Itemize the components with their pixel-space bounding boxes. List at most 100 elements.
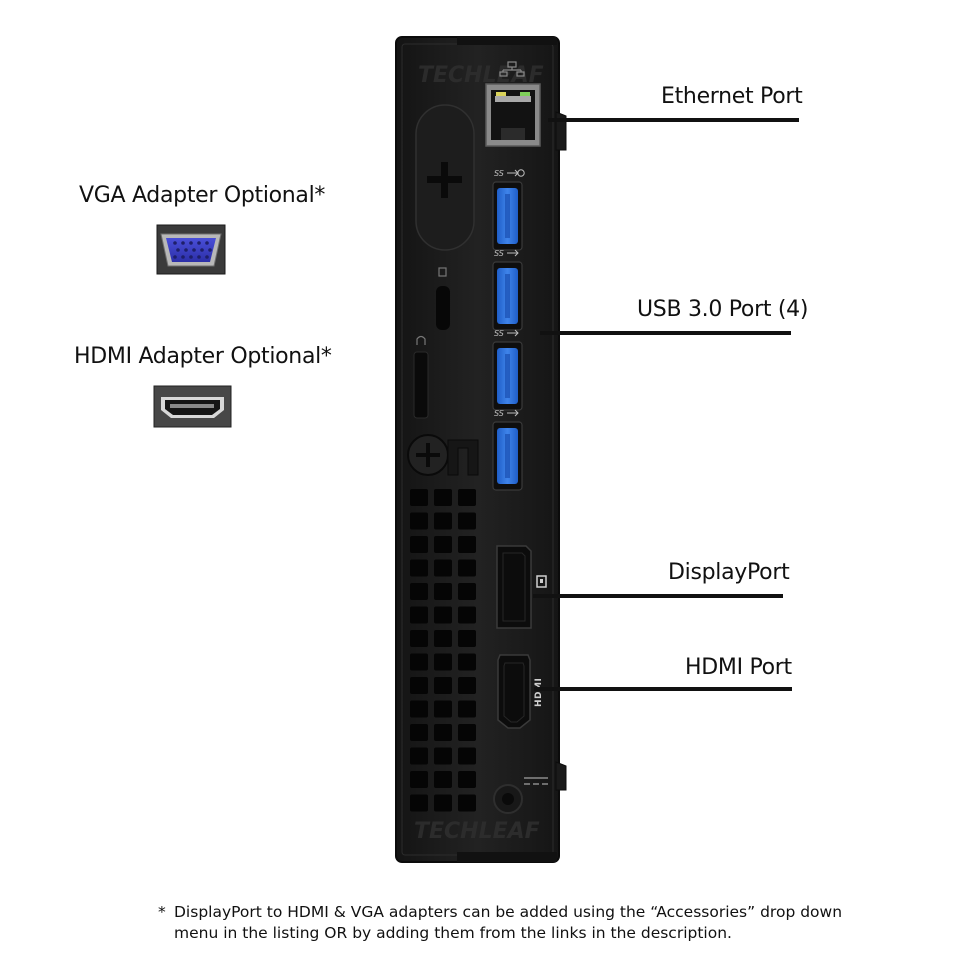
vga-pin bbox=[197, 241, 201, 245]
vent-slot bbox=[434, 724, 452, 741]
vent-slot bbox=[434, 771, 452, 788]
usb-ss-mark: SS bbox=[494, 249, 504, 258]
vent-slot bbox=[410, 583, 428, 600]
footnote-marker: * bbox=[158, 903, 166, 921]
vent-slot bbox=[458, 559, 476, 577]
usb-ss-mark: SS bbox=[494, 409, 504, 418]
usb-ports: SS SS SS SS bbox=[492, 169, 525, 491]
hdmi-adapter-label: HDMI Adapter Optional* bbox=[74, 344, 332, 369]
callout-usb-label: USB 3.0 Port (4) bbox=[637, 297, 809, 322]
vga-pin bbox=[184, 248, 188, 252]
vent-slot bbox=[434, 794, 452, 812]
vga-pin bbox=[208, 248, 212, 252]
vga-pin bbox=[197, 255, 201, 259]
vent-slot bbox=[410, 489, 428, 506]
footnote: * DisplayPort to HDMI & VGA adapters can… bbox=[158, 902, 878, 944]
vent-slot bbox=[434, 489, 452, 506]
vent-slot bbox=[434, 512, 452, 530]
vent-slot bbox=[410, 724, 428, 741]
vent-slot bbox=[434, 606, 452, 624]
padlock-loop bbox=[413, 335, 429, 419]
vga-pin bbox=[173, 255, 177, 259]
callout-displayport-label: DisplayPort bbox=[668, 560, 790, 585]
vga-pin bbox=[189, 241, 193, 245]
vent-slot bbox=[410, 653, 428, 671]
ethernet-port bbox=[485, 83, 541, 147]
vga-pin bbox=[181, 255, 185, 259]
usb-port-contact bbox=[505, 354, 510, 398]
vent-slot bbox=[434, 677, 452, 694]
displayport-logo-icon bbox=[536, 575, 547, 588]
vga-pin bbox=[176, 248, 180, 252]
usb-port-contact bbox=[505, 274, 510, 318]
vent-slot bbox=[458, 606, 476, 624]
vga-adapter-label: VGA Adapter Optional* bbox=[79, 183, 326, 208]
vent-slot bbox=[458, 583, 476, 600]
vent-slot bbox=[458, 512, 476, 530]
usb-port: SS bbox=[492, 249, 523, 331]
callout-hdmi-label: HDMI Port bbox=[685, 655, 792, 680]
callout-ethernet-label: Ethernet Port bbox=[661, 84, 803, 109]
vent-slot bbox=[410, 747, 428, 765]
callout-ethernet-line bbox=[548, 118, 799, 122]
vent-slot bbox=[434, 583, 452, 600]
vent-slot bbox=[434, 559, 452, 577]
vga-pin bbox=[205, 241, 209, 245]
vent-slot bbox=[458, 489, 476, 506]
usb-port-contact bbox=[505, 434, 510, 478]
vent-slot bbox=[458, 771, 476, 788]
vent-slot bbox=[434, 700, 452, 718]
vent-slot bbox=[410, 630, 428, 647]
callout-usb-line bbox=[540, 331, 791, 335]
usb-port: SS bbox=[492, 409, 523, 491]
callout-displayport-line bbox=[533, 594, 783, 598]
vent-slot bbox=[434, 653, 452, 671]
vent-slot bbox=[458, 700, 476, 718]
usb-ss-mark: SS bbox=[494, 169, 504, 178]
usb-symbol-icon bbox=[507, 329, 519, 337]
vent-slot bbox=[458, 536, 476, 553]
vga-adapter-image bbox=[156, 224, 226, 275]
footnote-text: DisplayPort to HDMI & VGA adapters can b… bbox=[174, 903, 843, 942]
usb-symbol-icon bbox=[507, 249, 519, 257]
power-jack bbox=[493, 777, 548, 814]
hdmi-logo-text: HDMI bbox=[534, 678, 544, 707]
network-icon bbox=[499, 61, 525, 77]
hdmi-adapter-image bbox=[153, 385, 232, 428]
hdmi-port bbox=[497, 654, 531, 729]
vent-slot bbox=[458, 747, 476, 765]
vent-slot bbox=[410, 559, 428, 577]
vga-pin bbox=[181, 241, 185, 245]
vent-grid bbox=[410, 489, 476, 812]
vga-pin bbox=[192, 248, 196, 252]
vent-slot bbox=[410, 606, 428, 624]
vent-slot bbox=[458, 677, 476, 694]
displayport-port bbox=[496, 545, 532, 629]
vent-slot bbox=[410, 512, 428, 530]
callout-hdmi-line bbox=[534, 687, 792, 691]
vent-slot bbox=[410, 677, 428, 694]
vent-slot bbox=[434, 630, 452, 647]
expansion-blank bbox=[415, 104, 475, 251]
vent-slot bbox=[410, 536, 428, 553]
security-slot bbox=[436, 267, 450, 330]
vent-slot bbox=[458, 794, 476, 812]
power-icon bbox=[517, 169, 525, 177]
usb-symbol-icon bbox=[507, 409, 519, 417]
usb-port: SS bbox=[492, 329, 523, 411]
vent-slot bbox=[434, 536, 452, 553]
vga-pin bbox=[205, 255, 209, 259]
usb-ss-mark: SS bbox=[494, 329, 504, 338]
vent-slot bbox=[410, 771, 428, 788]
vga-pin bbox=[189, 255, 193, 259]
usb-port-contact bbox=[505, 194, 510, 238]
thumbscrew bbox=[407, 434, 479, 476]
vga-pin bbox=[200, 248, 204, 252]
vent-slot bbox=[458, 630, 476, 647]
vent-slot bbox=[434, 747, 452, 765]
vga-pin bbox=[173, 241, 177, 245]
vent-slot bbox=[410, 794, 428, 812]
usb-port: SS bbox=[492, 169, 525, 251]
watermark-bottom: TECHLEAF bbox=[414, 819, 540, 844]
